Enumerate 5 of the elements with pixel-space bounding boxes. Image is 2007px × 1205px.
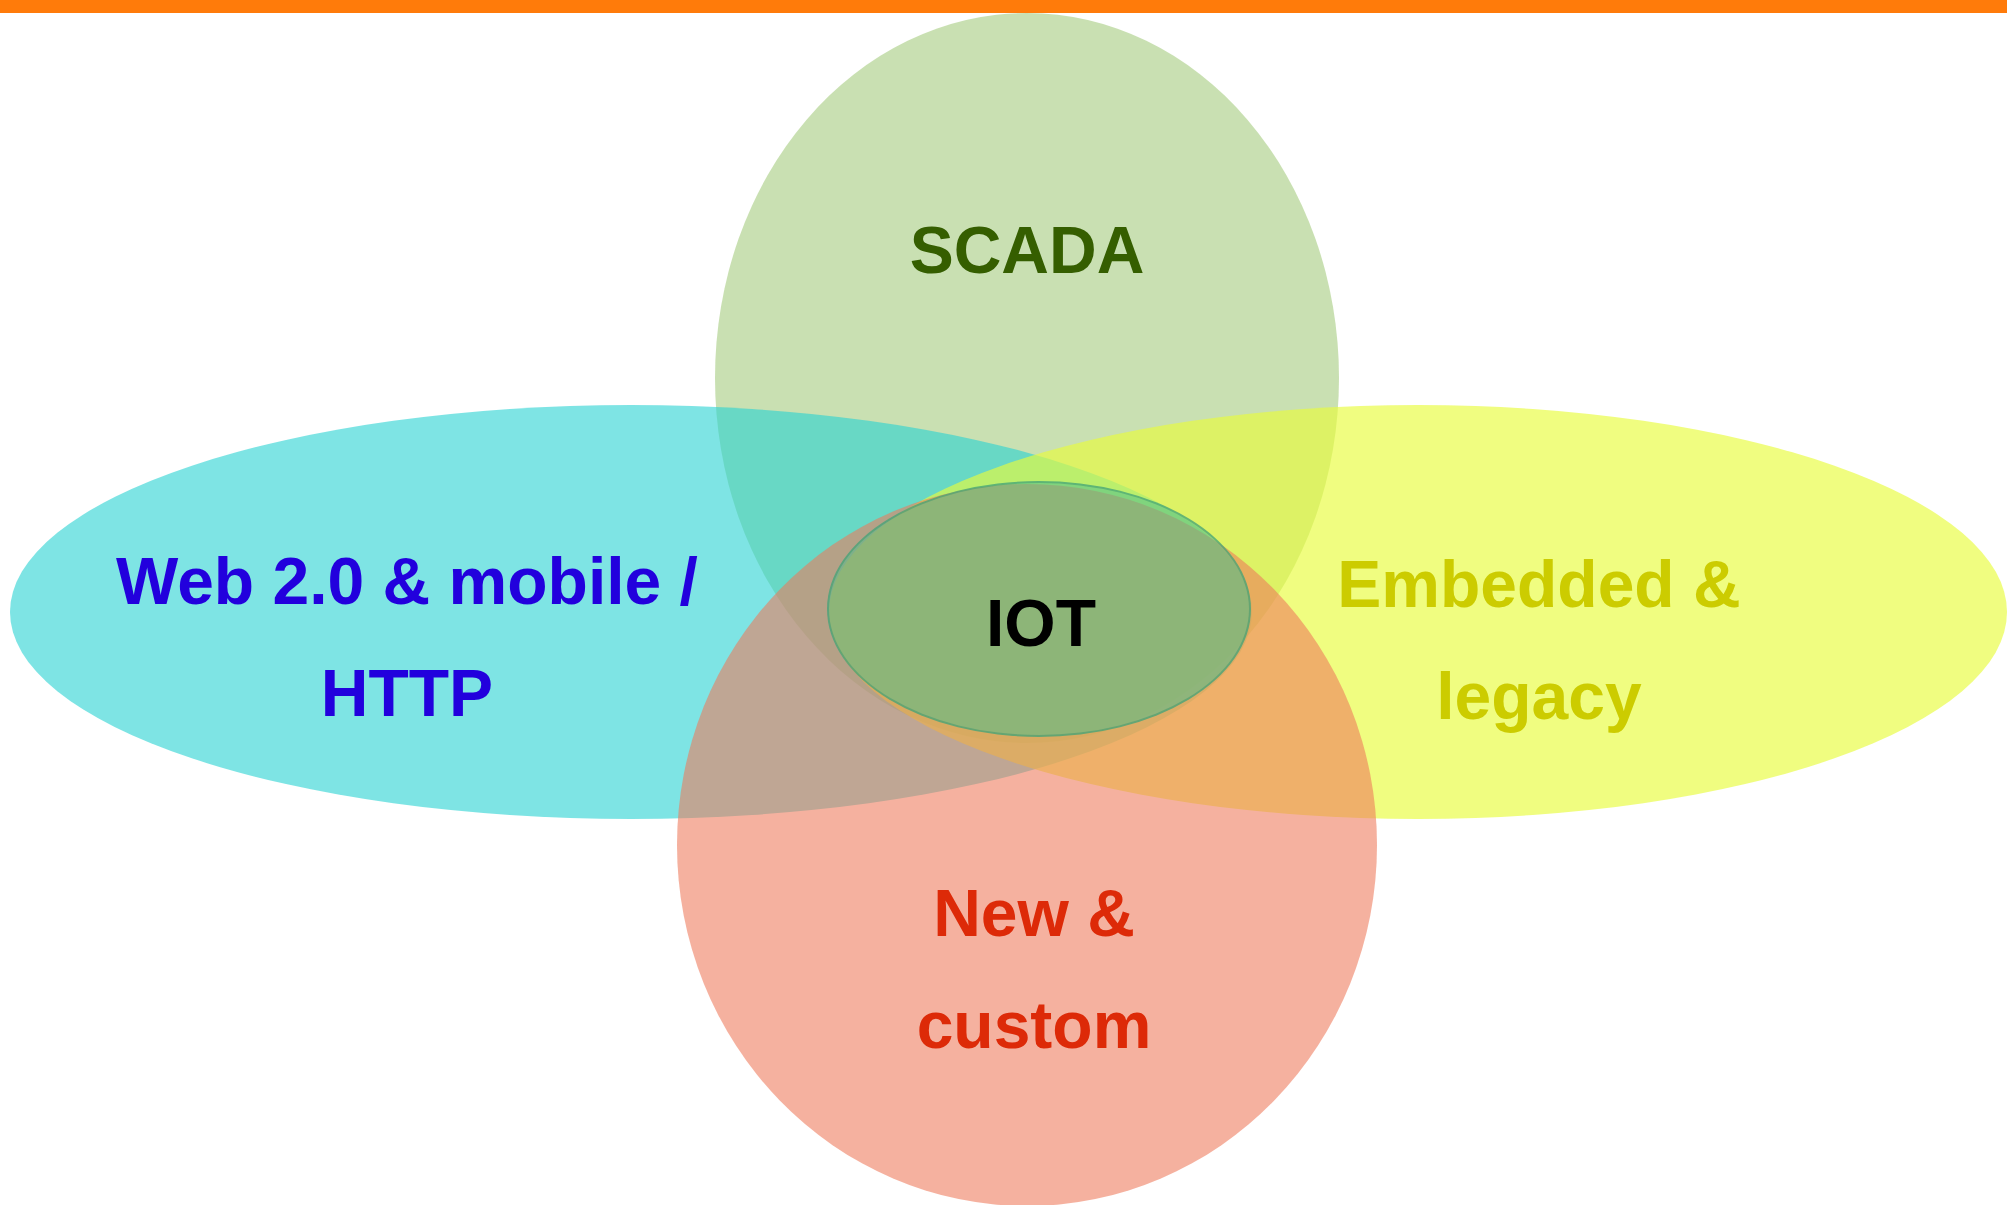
ellipse-label: SCADA bbox=[908, 212, 1146, 289]
ellipse-label: Embedded & legacy bbox=[1336, 546, 1742, 735]
ellipse-label: New & custom bbox=[915, 875, 1153, 1064]
ellipse-label: IOT bbox=[985, 585, 1097, 662]
ellipse-label: Web 2.0 & mobile / HTTP bbox=[115, 543, 699, 732]
